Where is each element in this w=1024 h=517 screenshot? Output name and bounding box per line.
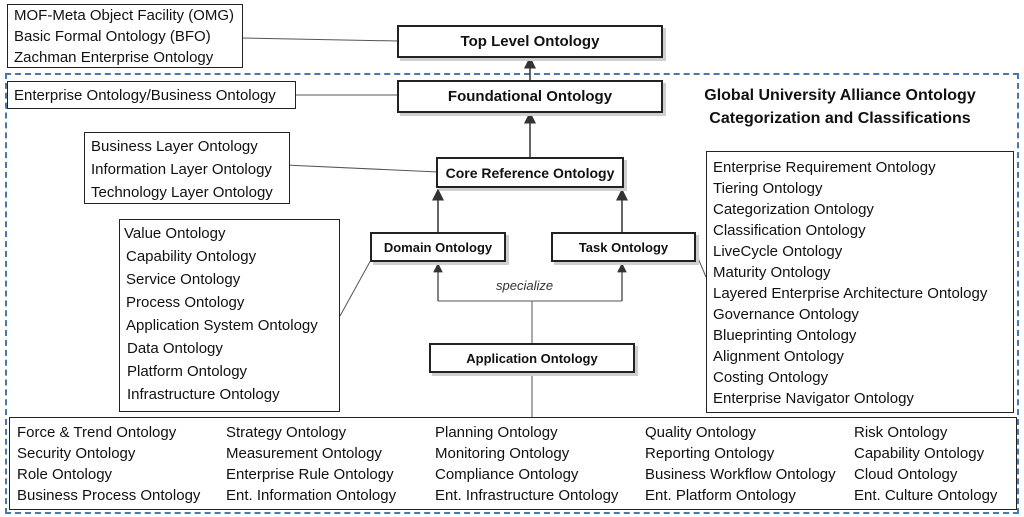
top-level-examples-list: MOF-Meta Object Facility (OMG) Basic For…	[14, 5, 234, 68]
list-item: Compliance Ontology	[435, 466, 579, 483]
application-column-3: Planning Ontology Monitoring Ontology Co…	[435, 422, 618, 506]
application-column-2: Strategy Ontology Measurement Ontology E…	[226, 422, 396, 506]
core-reference-ontology-node: Core Reference Ontology	[436, 157, 624, 188]
list-item: Cloud Ontology	[854, 466, 958, 483]
specialize-label: specialize	[496, 278, 554, 293]
list-item: MOF-Meta Object Facility (OMG)	[14, 7, 235, 24]
list-item: Classification Ontology	[713, 222, 866, 239]
list-item: Quality Ontology	[645, 424, 756, 441]
application-examples-box: Force & Trend Ontology Security Ontology…	[9, 417, 1017, 510]
list-item: Business Workflow Ontology	[645, 466, 836, 483]
list-item: Monitoring Ontology	[435, 445, 570, 462]
list-item: Strategy Ontology	[226, 424, 347, 441]
list-item: Maturity Ontology	[713, 264, 831, 281]
list-item: Layered Enterprise Architecture Ontology	[713, 285, 988, 302]
list-item: Application System Ontology	[126, 317, 318, 334]
list-item: Data Ontology	[127, 340, 223, 357]
top-level-ontology-node: Top Level Ontology	[397, 25, 663, 58]
diagram-title: Global University Alliance Ontology Cate…	[680, 84, 1000, 130]
list-item: Service Ontology	[126, 271, 241, 288]
list-item: Costing Ontology	[713, 369, 829, 386]
list-item: Security Ontology	[17, 445, 136, 462]
list-item: Governance Ontology	[713, 306, 859, 323]
list-item: Basic Formal Ontology (BFO)	[14, 28, 211, 45]
list-item: Blueprinting Ontology	[713, 327, 857, 344]
list-item: Enterprise Navigator Ontology	[713, 390, 914, 407]
list-item: Risk Ontology	[854, 424, 948, 441]
list-item: Zachman Enterprise Ontology	[14, 49, 214, 66]
list-item: Capability Ontology	[126, 248, 257, 265]
task-ontology-node: Task Ontology	[551, 232, 696, 262]
node-label: Application Ontology	[466, 350, 598, 366]
list-item: Enterprise Rule Ontology	[226, 466, 394, 483]
domain-examples-box: Value Ontology Capability Ontology Servi…	[119, 219, 340, 412]
list-item: Business Process Ontology	[17, 487, 201, 504]
application-ontology-node: Application Ontology	[429, 343, 635, 373]
list-item: Force & Trend Ontology	[17, 424, 177, 441]
node-label: Top Level Ontology	[460, 33, 600, 50]
list-item: Measurement Ontology	[226, 445, 382, 462]
node-label: Task Ontology	[578, 239, 669, 255]
foundational-examples-box: Enterprise Ontology/Business Ontology	[7, 81, 296, 109]
list-item: Role Ontology	[17, 466, 113, 483]
list-item: Ent. Platform Ontology	[645, 487, 796, 504]
application-column-4: Quality Ontology Reporting Ontology Busi…	[645, 422, 836, 506]
node-label: Foundational Ontology	[447, 88, 613, 105]
list-item: Value Ontology	[124, 225, 226, 242]
list-item: Platform Ontology	[127, 363, 248, 380]
list-item: Technology Layer Ontology	[91, 184, 273, 201]
list-item: Infrastructure Ontology	[127, 386, 280, 403]
list-item: Capability Ontology	[854, 445, 985, 462]
list-item: Business Layer Ontology	[91, 138, 258, 155]
ontology-frame	[5, 73, 1019, 514]
core-reference-examples-box: Business Layer Ontology Information Laye…	[84, 132, 290, 204]
list-item: Planning Ontology	[435, 424, 558, 441]
list-item: Categorization Ontology	[713, 201, 874, 218]
title-line-2: Categorization and Classifications	[709, 110, 971, 127]
list-item: Ent. Information Ontology	[226, 487, 397, 504]
list-item: Enterprise Requirement Ontology	[713, 159, 936, 176]
top-level-examples-box: MOF-Meta Object Facility (OMG) Basic For…	[7, 4, 243, 68]
application-column-1: Force & Trend Ontology Security Ontology…	[17, 422, 200, 506]
list-item: Reporting Ontology	[645, 445, 775, 462]
task-examples-box: Enterprise Requirement Ontology Tiering …	[706, 151, 1014, 413]
domain-ontology-node: Domain Ontology	[370, 232, 506, 262]
list-item: Process Ontology	[126, 294, 245, 311]
list-item: Ent. Infrastructure Ontology	[435, 487, 619, 504]
list-item: Ent. Culture Ontology	[854, 487, 998, 504]
foundational-ontology-node: Foundational Ontology	[397, 80, 663, 113]
list-item: Alignment Ontology	[713, 348, 844, 365]
list-item: Tiering Ontology	[713, 180, 823, 197]
list-item: LiveCycle Ontology	[713, 243, 843, 260]
title-line-1: Global University Alliance Ontology	[704, 87, 976, 104]
application-column-5: Risk Ontology Capability Ontology Cloud …	[854, 422, 997, 506]
list-item: Enterprise Ontology/Business Ontology	[14, 87, 276, 104]
node-label: Domain Ontology	[383, 239, 493, 255]
list-item: Information Layer Ontology	[91, 161, 272, 178]
node-label: Core Reference Ontology	[445, 164, 615, 181]
